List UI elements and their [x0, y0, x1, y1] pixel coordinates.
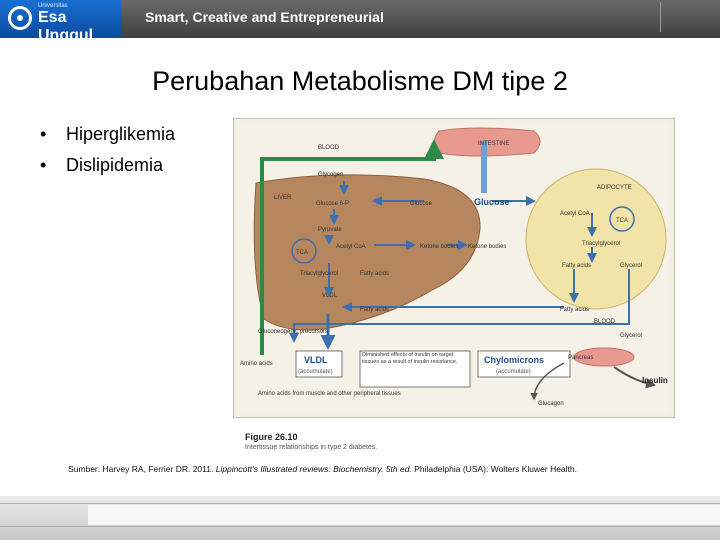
label-triacylglycerol-liver: Triacylglycerol [300, 271, 338, 277]
source-suffix: Philadelphia (USA): Wolters Kluwer Healt… [411, 464, 578, 474]
bullet-icon: • [40, 124, 47, 144]
label-glycogen: Glycogen [318, 172, 343, 178]
header-divider [660, 2, 661, 32]
bullet-list: • Hiperglikemia • Dislipidemia [40, 124, 175, 186]
label-glucagon: Glucagon [538, 401, 564, 407]
logo-text: Esa Unggul [38, 9, 94, 44]
label-adipocyte: ADIPOCYTE [597, 185, 632, 191]
figure-caption: Intertissue relationships in type 2 diab… [245, 444, 378, 451]
glycerol-arrow [289, 269, 630, 343]
label-fatty-adipo: Fatty acids [562, 263, 591, 269]
bullet-text: Dislipidemia [66, 155, 164, 175]
label-glucose6p: Glucose 6-P [316, 201, 349, 207]
insulin-arrow [613, 366, 656, 389]
label-acetyl-adipo: Acetyl CoA [560, 211, 590, 217]
diagram-svg: BLOOD BLOOD INTESTINE ADIPOCYTE LIVER Gl… [238, 123, 670, 413]
bullet-item: • Hiperglikemia [40, 124, 175, 155]
label-fatty-liver: Fatty acids [360, 271, 389, 277]
source-citation: Sumber: Harvey RA, Ferrier DR. 2011. Lip… [68, 464, 577, 474]
label-ketone-liver: Ketone bodies [420, 244, 458, 250]
label-fatty-blood: Fatty acids [360, 307, 389, 313]
label-ketone-blood: Ketone bodies [468, 244, 506, 250]
logo-icon [8, 6, 32, 30]
footer-line [0, 526, 720, 527]
label-amino-muscle: Amino acids from muscle and other periph… [258, 391, 401, 397]
insulin-resistance-box [359, 350, 471, 388]
metabolism-diagram: BLOOD BLOOD INTESTINE ADIPOCYTE LIVER Gl… [233, 118, 675, 418]
label-vldl-box: VLDL [304, 355, 328, 365]
label-blood: BLOOD [318, 145, 340, 151]
bullet-text: Hiperglikemia [66, 124, 176, 144]
label-insulin: Insulin [642, 376, 668, 385]
logo-small-text: Universitas [38, 3, 68, 9]
tca-cycle-liver [291, 238, 317, 264]
label-gluconeogenic: Gluconeogenic precursors [258, 329, 328, 335]
label-glycerol-adipo: Glycerol [620, 263, 642, 269]
figure-number: Figure 26.10 [245, 432, 298, 442]
source-prefix: Sumber: Harvey RA, Ferrier DR. 2011. [68, 464, 216, 474]
bullet-icon: • [40, 155, 47, 175]
figure-caption-area: Figure 26.10 Intertissue relationships i… [233, 420, 675, 456]
logo-area: Universitas Esa Unggul [0, 0, 122, 44]
label-triacylglycerol-adipo: Triacylglycerol [582, 241, 620, 247]
source-book-title: Lippincott's Illustrated reviews: Bioche… [215, 464, 412, 474]
vldl-box [295, 350, 343, 378]
label-glucose-small: Glucose [410, 201, 433, 207]
label-tca-adipo: TCA [616, 218, 628, 224]
footer-strip [88, 505, 720, 525]
label-chylo: Chylomicrons [484, 355, 544, 365]
diminished-text-box: Diminished effects of insulin on target … [362, 352, 458, 365]
label-liver: LIVER [274, 195, 292, 201]
green-pathway [260, 139, 444, 355]
label-vldl-accumulate: (accumulate) [298, 369, 333, 375]
label-amino-acids: Amino acids [240, 361, 273, 367]
tca-cycle-adipo [609, 206, 635, 232]
header-bar: Universitas Esa Unggul Smart, Creative a… [0, 0, 720, 44]
label-glycerol-blood: Glycerol [620, 333, 642, 339]
footer-line [0, 503, 720, 504]
slide-title: Perubahan Metabolisme DM tipe 2 [152, 66, 568, 96]
glucagon-arrow [530, 362, 565, 401]
label-tca-liver: TCA [296, 250, 308, 256]
label-acetyl-liver: Acetyl CoA [336, 244, 366, 250]
label-fatty-blood2: Fatty acids [560, 307, 589, 313]
label-diminished: Diminished effects of insulin on target … [362, 352, 458, 365]
label-intestine: INTESTINE [478, 141, 509, 147]
bullet-item: • Dislipidemia [40, 155, 175, 186]
tagline: Smart, Creative and Entrepreneurial [145, 9, 384, 25]
pancreas-shape [573, 347, 635, 367]
label-glucose-big: Glucose [474, 197, 510, 207]
adipocyte-shape [525, 168, 667, 310]
label-pancreas: Pancreas [568, 355, 593, 361]
chylomicrons-box [477, 350, 571, 378]
label-vldl-liver: VLDL [322, 293, 338, 299]
label-blood2: BLOOD [594, 319, 616, 325]
label-chylo-accumulate: (accumulate) [496, 369, 531, 375]
label-pyruvate: Pyruvate [318, 227, 342, 233]
